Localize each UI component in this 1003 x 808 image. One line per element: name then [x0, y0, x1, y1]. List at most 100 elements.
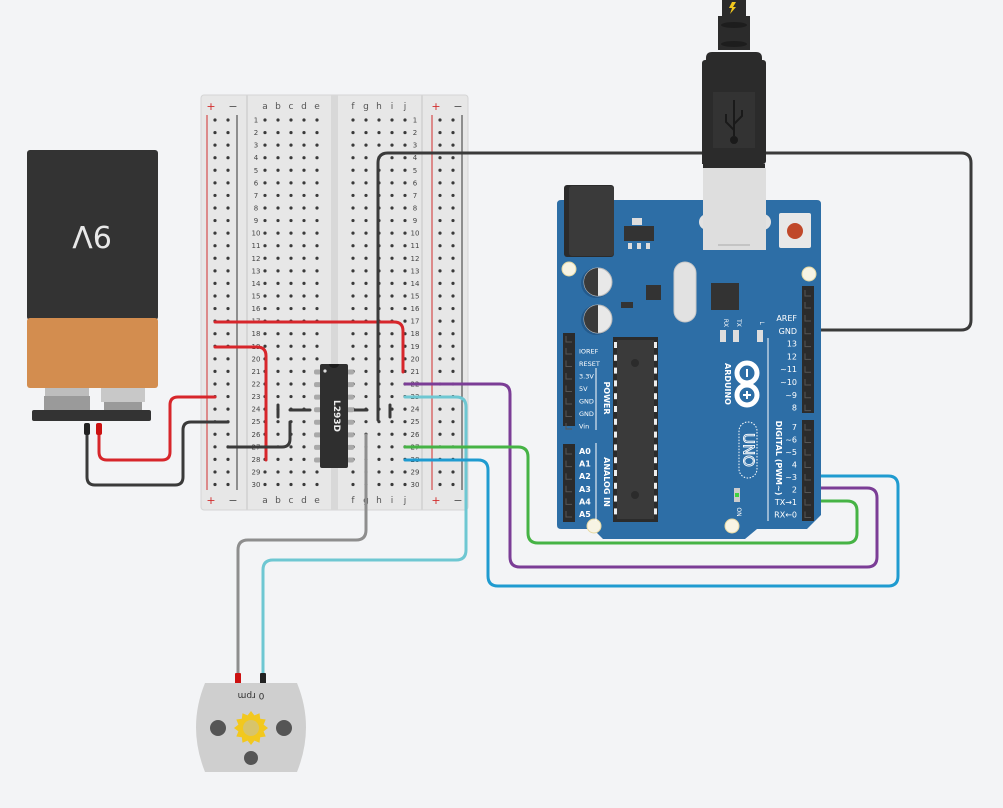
rail-hole[interactable] [438, 470, 442, 474]
breadboard-hole[interactable] [263, 482, 267, 487]
rail-hole[interactable] [213, 193, 217, 198]
rail-hole[interactable] [226, 244, 230, 248]
breadboard-hole[interactable] [364, 256, 368, 260]
rail-hole[interactable] [213, 118, 217, 122]
wire-red-row17[interactable] [213, 320, 405, 374]
breadboard-hole[interactable] [302, 118, 306, 122]
breadboard-hole[interactable] [276, 130, 280, 135]
breadboard-hole[interactable] [315, 168, 319, 172]
breadboard-hole[interactable] [390, 482, 394, 487]
breadboard-hole[interactable] [276, 369, 280, 373]
breadboard-hole[interactable] [364, 181, 368, 185]
rail-hole[interactable] [438, 420, 442, 424]
breadboard-hole[interactable] [364, 357, 368, 361]
rail-hole[interactable] [213, 294, 217, 298]
breadboard-hole[interactable] [315, 156, 319, 160]
breadboard-hole[interactable] [390, 432, 394, 436]
rail-hole[interactable] [226, 306, 230, 311]
breadboard-hole[interactable] [276, 206, 280, 210]
breadboard-hole[interactable] [276, 470, 280, 474]
breadboard-hole[interactable] [315, 118, 319, 122]
breadboard-hole[interactable] [315, 357, 319, 361]
breadboard-hole[interactable] [302, 369, 306, 373]
breadboard-hole[interactable] [263, 218, 267, 223]
breadboard-hole[interactable] [263, 294, 267, 298]
rail-hole[interactable] [213, 281, 217, 286]
breadboard-hole[interactable] [263, 332, 267, 336]
breadboard-hole[interactable] [364, 369, 368, 373]
breadboard-hole[interactable] [351, 281, 355, 286]
breadboard-hole[interactable] [263, 181, 267, 185]
rail-hole[interactable] [213, 269, 217, 273]
header-pin[interactable] [565, 410, 572, 417]
breadboard-hole[interactable] [289, 457, 293, 461]
rail-hole[interactable] [226, 470, 230, 474]
rail-hole[interactable] [438, 181, 442, 185]
breadboard-hole[interactable] [403, 306, 407, 311]
wire-battery-positive[interactable] [97, 395, 217, 462]
breadboard-hole[interactable] [351, 306, 355, 311]
breadboard-hole[interactable] [289, 218, 293, 223]
header-pin[interactable] [565, 460, 572, 468]
breadboard-hole[interactable] [403, 130, 407, 135]
breadboard-hole[interactable] [390, 118, 394, 122]
rail-hole[interactable] [213, 156, 217, 160]
rail-hole[interactable] [438, 231, 442, 235]
breadboard-hole[interactable] [377, 482, 381, 487]
rail-hole[interactable] [438, 357, 442, 361]
header-pin[interactable] [804, 424, 811, 431]
breadboard-hole[interactable] [364, 306, 368, 311]
breadboard-hole[interactable] [351, 168, 355, 172]
breadboard-hole[interactable] [377, 432, 381, 436]
breadboard-hole[interactable] [289, 306, 293, 311]
breadboard-hole[interactable] [390, 193, 394, 198]
rail-hole[interactable] [451, 432, 455, 436]
breadboard-hole[interactable] [276, 118, 280, 122]
rail-hole[interactable] [438, 218, 442, 223]
breadboard-hole[interactable] [315, 269, 319, 273]
breadboard-hole[interactable] [390, 382, 394, 386]
breadboard-hole[interactable] [302, 294, 306, 298]
rail-hole[interactable] [213, 332, 217, 336]
breadboard-hole[interactable] [263, 130, 267, 135]
rail-hole[interactable] [213, 369, 217, 373]
header-pin[interactable] [565, 360, 572, 367]
header-pin[interactable] [804, 340, 811, 348]
breadboard-hole[interactable] [302, 420, 306, 424]
breadboard-hole[interactable] [351, 218, 355, 223]
rail-hole[interactable] [451, 470, 455, 474]
header-pin[interactable] [804, 436, 811, 443]
breadboard-hole[interactable] [364, 156, 368, 160]
breadboard-hole[interactable] [315, 256, 319, 260]
breadboard-hole[interactable] [364, 118, 368, 122]
breadboard-hole[interactable] [351, 231, 355, 235]
breadboard-hole[interactable] [289, 118, 293, 122]
rail-hole[interactable] [226, 206, 230, 210]
breadboard-hole[interactable] [289, 369, 293, 373]
rail-hole[interactable] [213, 470, 217, 474]
breadboard-hole[interactable] [315, 206, 319, 210]
header-pin[interactable] [804, 474, 811, 481]
rail-hole[interactable] [213, 218, 217, 223]
breadboard-hole[interactable] [403, 143, 407, 147]
breadboard-hole[interactable] [302, 281, 306, 286]
breadboard-hole[interactable] [302, 269, 306, 273]
wire-red-row19[interactable] [213, 345, 268, 462]
rail-hole[interactable] [226, 294, 230, 298]
breadboard-hole[interactable] [315, 143, 319, 147]
header-pin[interactable] [804, 315, 811, 322]
header-pin[interactable] [565, 373, 572, 380]
battery-9v[interactable]: 9V [27, 150, 158, 421]
breadboard-hole[interactable] [351, 344, 355, 348]
breadboard-hole[interactable] [364, 269, 368, 273]
rail-hole[interactable] [451, 244, 455, 248]
breadboard-hole[interactable] [390, 244, 394, 248]
breadboard-hole[interactable] [403, 420, 407, 424]
rail-hole[interactable] [451, 306, 455, 311]
rail-hole[interactable] [226, 256, 230, 260]
rail-hole[interactable] [438, 244, 442, 248]
breadboard-hole[interactable] [315, 231, 319, 235]
breadboard-hole[interactable] [315, 281, 319, 286]
breadboard-hole[interactable] [276, 269, 280, 273]
